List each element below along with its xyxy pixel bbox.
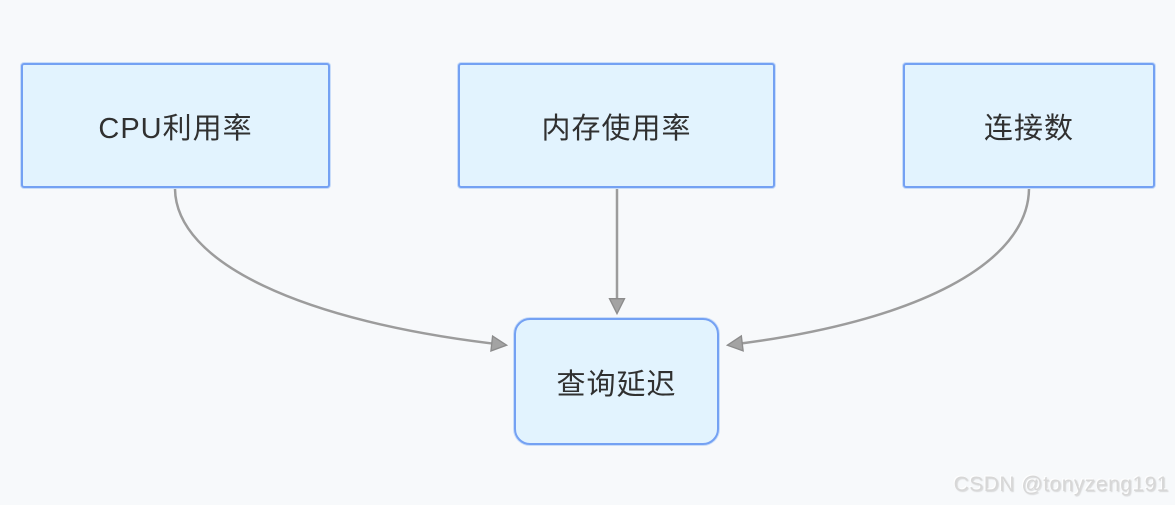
edge-connections-to-latency: [725, 188, 1031, 352]
node-query-latency-label: 查询延迟: [556, 368, 677, 401]
node-query-latency: 查询延迟: [514, 318, 719, 445]
node-memory-usage-label: 内存使用率: [541, 112, 692, 145]
node-connection-count: 连接数: [903, 63, 1155, 188]
edge-cpu-to-latency: [173, 188, 509, 352]
node-connection-count-label: 连接数: [983, 112, 1074, 145]
node-cpu-utilization: CPU利用率: [21, 63, 330, 188]
watermark: CSDN @tonyzeng191: [953, 473, 1169, 496]
node-cpu-utilization-label: CPU利用率: [98, 112, 253, 145]
node-memory-usage: 内存使用率: [458, 63, 775, 188]
